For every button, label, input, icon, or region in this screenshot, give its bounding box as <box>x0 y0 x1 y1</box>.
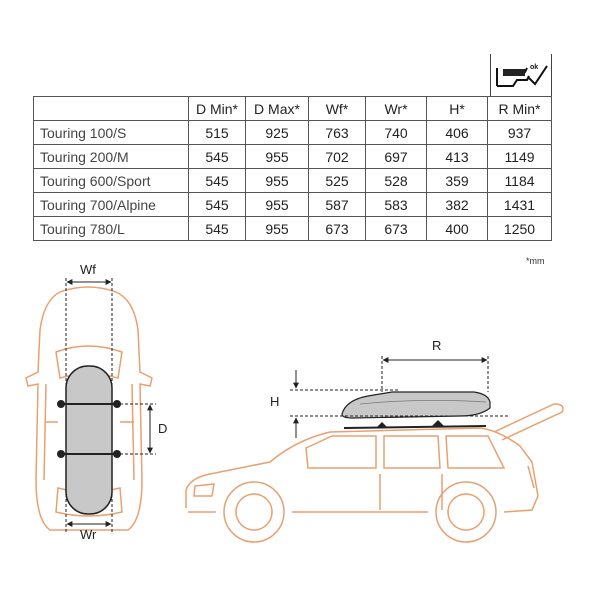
tailgate-icon-frame: ok <box>490 54 552 96</box>
top-view-roof-box <box>57 365 121 515</box>
cell-r-min: 937 <box>487 120 552 145</box>
header-wr: Wr* <box>365 96 427 121</box>
tailgate-ok-icon: ok <box>496 64 548 87</box>
cell-d-max: 925 <box>245 120 309 145</box>
cell-d-min: 545 <box>188 168 246 193</box>
table-header-row: D Min* D Max* Wf* Wr* H* R Min* <box>33 96 552 121</box>
label-h: H <box>270 394 279 409</box>
model-name: Touring 200/M <box>33 144 189 169</box>
label-d: D <box>158 421 167 436</box>
cell-h: 406 <box>426 120 488 145</box>
label-wf: Wf <box>80 262 96 277</box>
table-row: Touring 200/M 545 955 702 697 413 1149 <box>33 144 552 169</box>
model-name: Touring 780/L <box>33 216 189 241</box>
header-wf: Wf* <box>308 96 366 121</box>
unit-note: *mm <box>526 256 545 266</box>
cell-r-min: 1431 <box>487 192 552 217</box>
cell-h: 359 <box>426 168 488 193</box>
tailgate-ok-label: ok <box>530 64 538 71</box>
label-wr: Wr <box>80 527 97 542</box>
table-row: Touring 100/S 515 925 763 740 406 937 <box>33 120 552 145</box>
cell-r-min: 1250 <box>487 216 552 241</box>
table-row: Touring 780/L 545 955 673 673 400 1250 <box>33 216 552 241</box>
cell-d-max: 955 <box>245 216 309 241</box>
cell-d-min: 515 <box>188 120 246 145</box>
cell-r-min: 1149 <box>487 144 552 169</box>
side-view-rack <box>343 420 487 429</box>
side-view-roof-box <box>341 391 491 419</box>
header-h: H* <box>426 96 488 121</box>
cell-h: 413 <box>426 144 488 169</box>
model-name: Touring 100/S <box>33 120 189 145</box>
cell-h: 400 <box>426 216 488 241</box>
cell-d-min: 545 <box>188 216 246 241</box>
side-view-car <box>185 403 564 543</box>
cell-wf: 673 <box>308 216 366 241</box>
cell-d-min: 545 <box>188 144 246 169</box>
model-name: Touring 700/Alpine <box>33 192 189 217</box>
table-row: Touring 700/Alpine 545 955 587 583 382 1… <box>33 192 552 217</box>
spec-table: D Min* D Max* Wf* Wr* H* R Min* Touring … <box>33 96 552 241</box>
cell-wr: 673 <box>365 216 427 241</box>
label-r: R <box>432 338 441 353</box>
cell-r-min: 1184 <box>487 168 552 193</box>
top-view-dimensions <box>65 278 156 532</box>
cell-wr: 583 <box>365 192 427 217</box>
side-view-dimensions <box>290 356 510 438</box>
cell-d-min: 545 <box>188 192 246 217</box>
model-name: Touring 600/Sport <box>33 168 189 193</box>
header-r-min: R Min* <box>487 96 552 121</box>
